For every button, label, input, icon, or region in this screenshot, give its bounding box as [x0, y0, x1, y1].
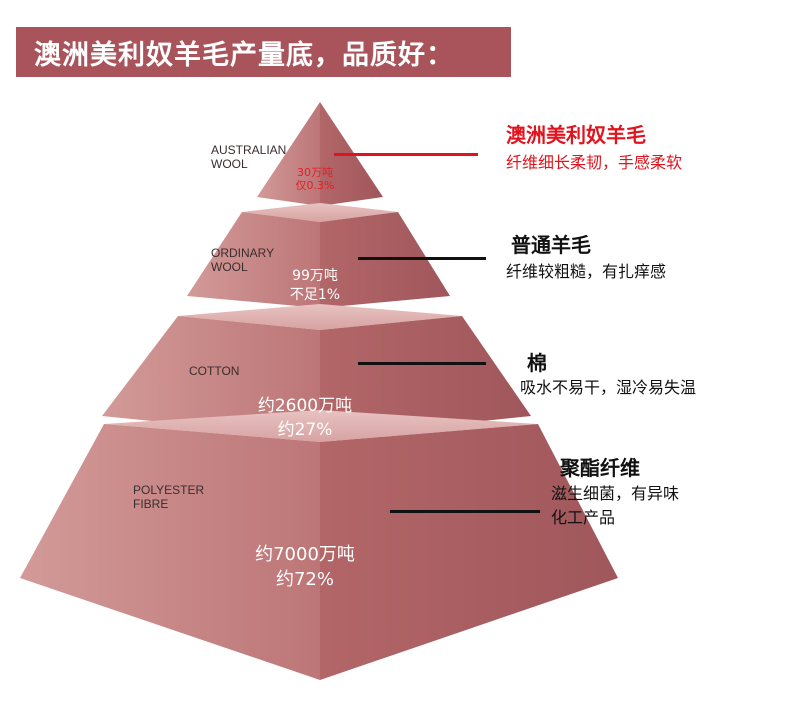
heading-cotton: 棉 [527, 351, 547, 375]
tier-name-cotton: COTTON [189, 364, 240, 378]
connector-line-ordinary [358, 257, 486, 260]
tier-ordinary-wool [187, 203, 450, 308]
heading-australian-wool: 澳洲美利奴羊毛 [506, 123, 646, 147]
connector-line-cotton [358, 362, 486, 365]
heading-ordinary-wool: 普通羊毛 [511, 233, 591, 257]
tier-amount-australian: 30万吨仅0.3% [295, 166, 335, 192]
connector-line-polyester [390, 510, 540, 513]
tier-amount-ordinary: 99万吨不足1% [289, 268, 341, 303]
tier-polyester-fibre [20, 410, 618, 680]
tier-amount-cotton: 约2600万吨约27% [257, 396, 353, 440]
connector-line-australian [334, 153, 478, 156]
desc-ordinary-wool: 纤维较粗糙，有扎痒感 [506, 262, 667, 281]
tier-cotton [102, 304, 531, 438]
tier-amount-polyester: 约7000万吨约72% [255, 544, 355, 590]
desc-australian-wool: 纤维细长柔韧，手感柔软 [506, 153, 683, 172]
desc-cotton: 吸水不易干，湿冷易失温 [520, 378, 697, 397]
desc-polyester-fibre: 滋生细菌，有异味 化工产品 [551, 484, 680, 527]
heading-polyester-fibre: 聚酯纤维 [560, 456, 640, 480]
page-title: 澳洲美利奴羊毛产量底，品质好： [16, 27, 511, 77]
